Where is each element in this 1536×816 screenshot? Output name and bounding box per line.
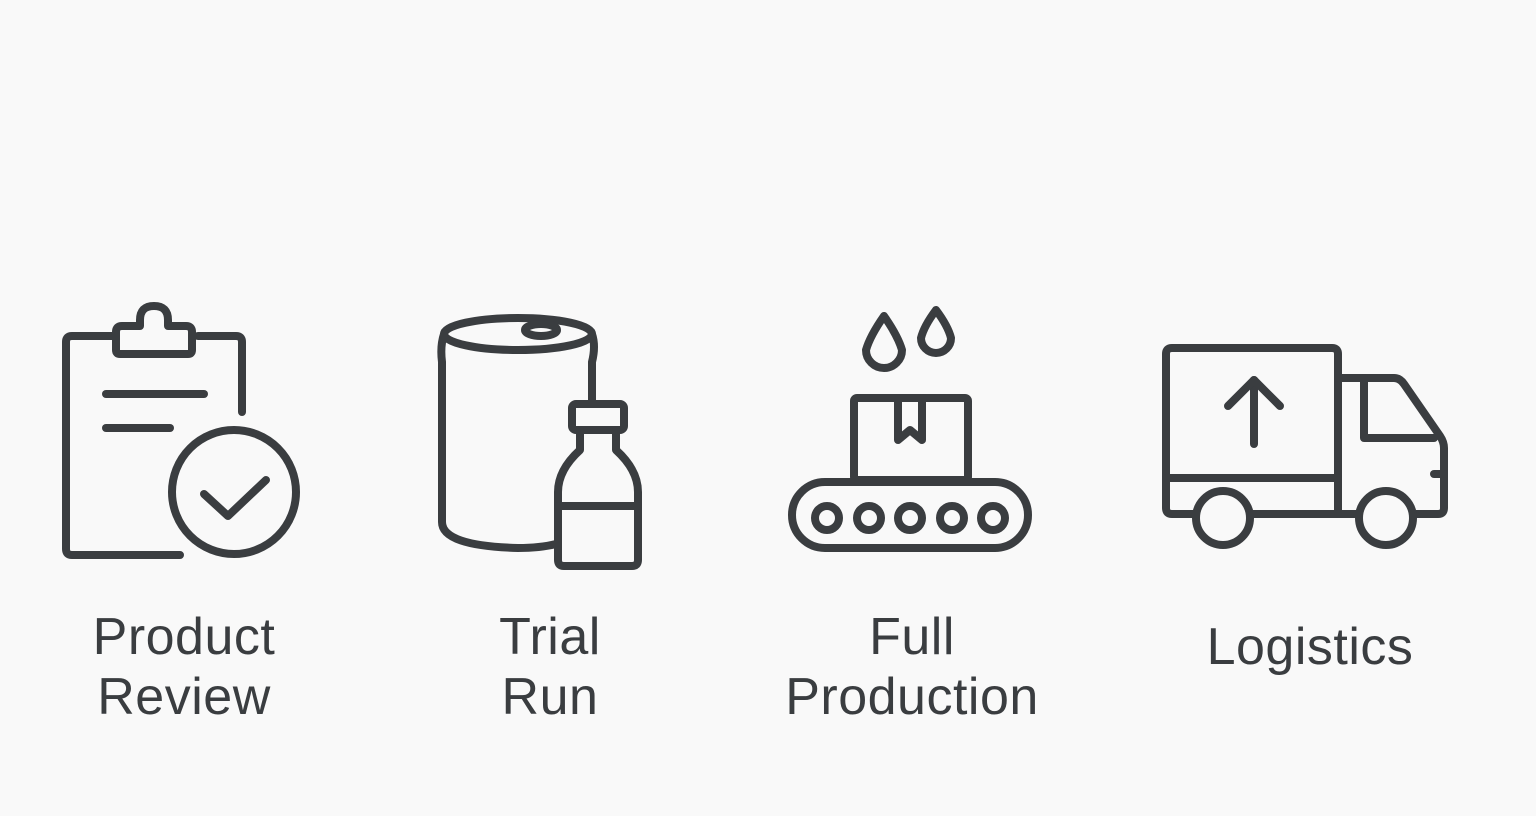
delivery-truck-icon <box>1162 344 1448 549</box>
can-and-bottle-icon <box>437 314 642 570</box>
label-full-production: Full Production <box>762 607 1062 727</box>
label-line: Review <box>97 668 271 726</box>
label-product-review: Product Review <box>34 607 334 727</box>
label-line: Product <box>92 608 276 666</box>
clipboard-check-icon <box>62 302 300 559</box>
label-line: Run <box>501 668 599 726</box>
label-trial-run: Trial Run <box>400 607 700 727</box>
label-line: Logistics <box>1206 618 1414 676</box>
label-logistics: Logistics <box>1160 617 1460 677</box>
conveyor-belt-box-icon <box>788 306 1032 552</box>
label-line: Production <box>785 668 1039 726</box>
label-line: Full <box>869 608 955 666</box>
label-line: Trial <box>499 608 601 666</box>
